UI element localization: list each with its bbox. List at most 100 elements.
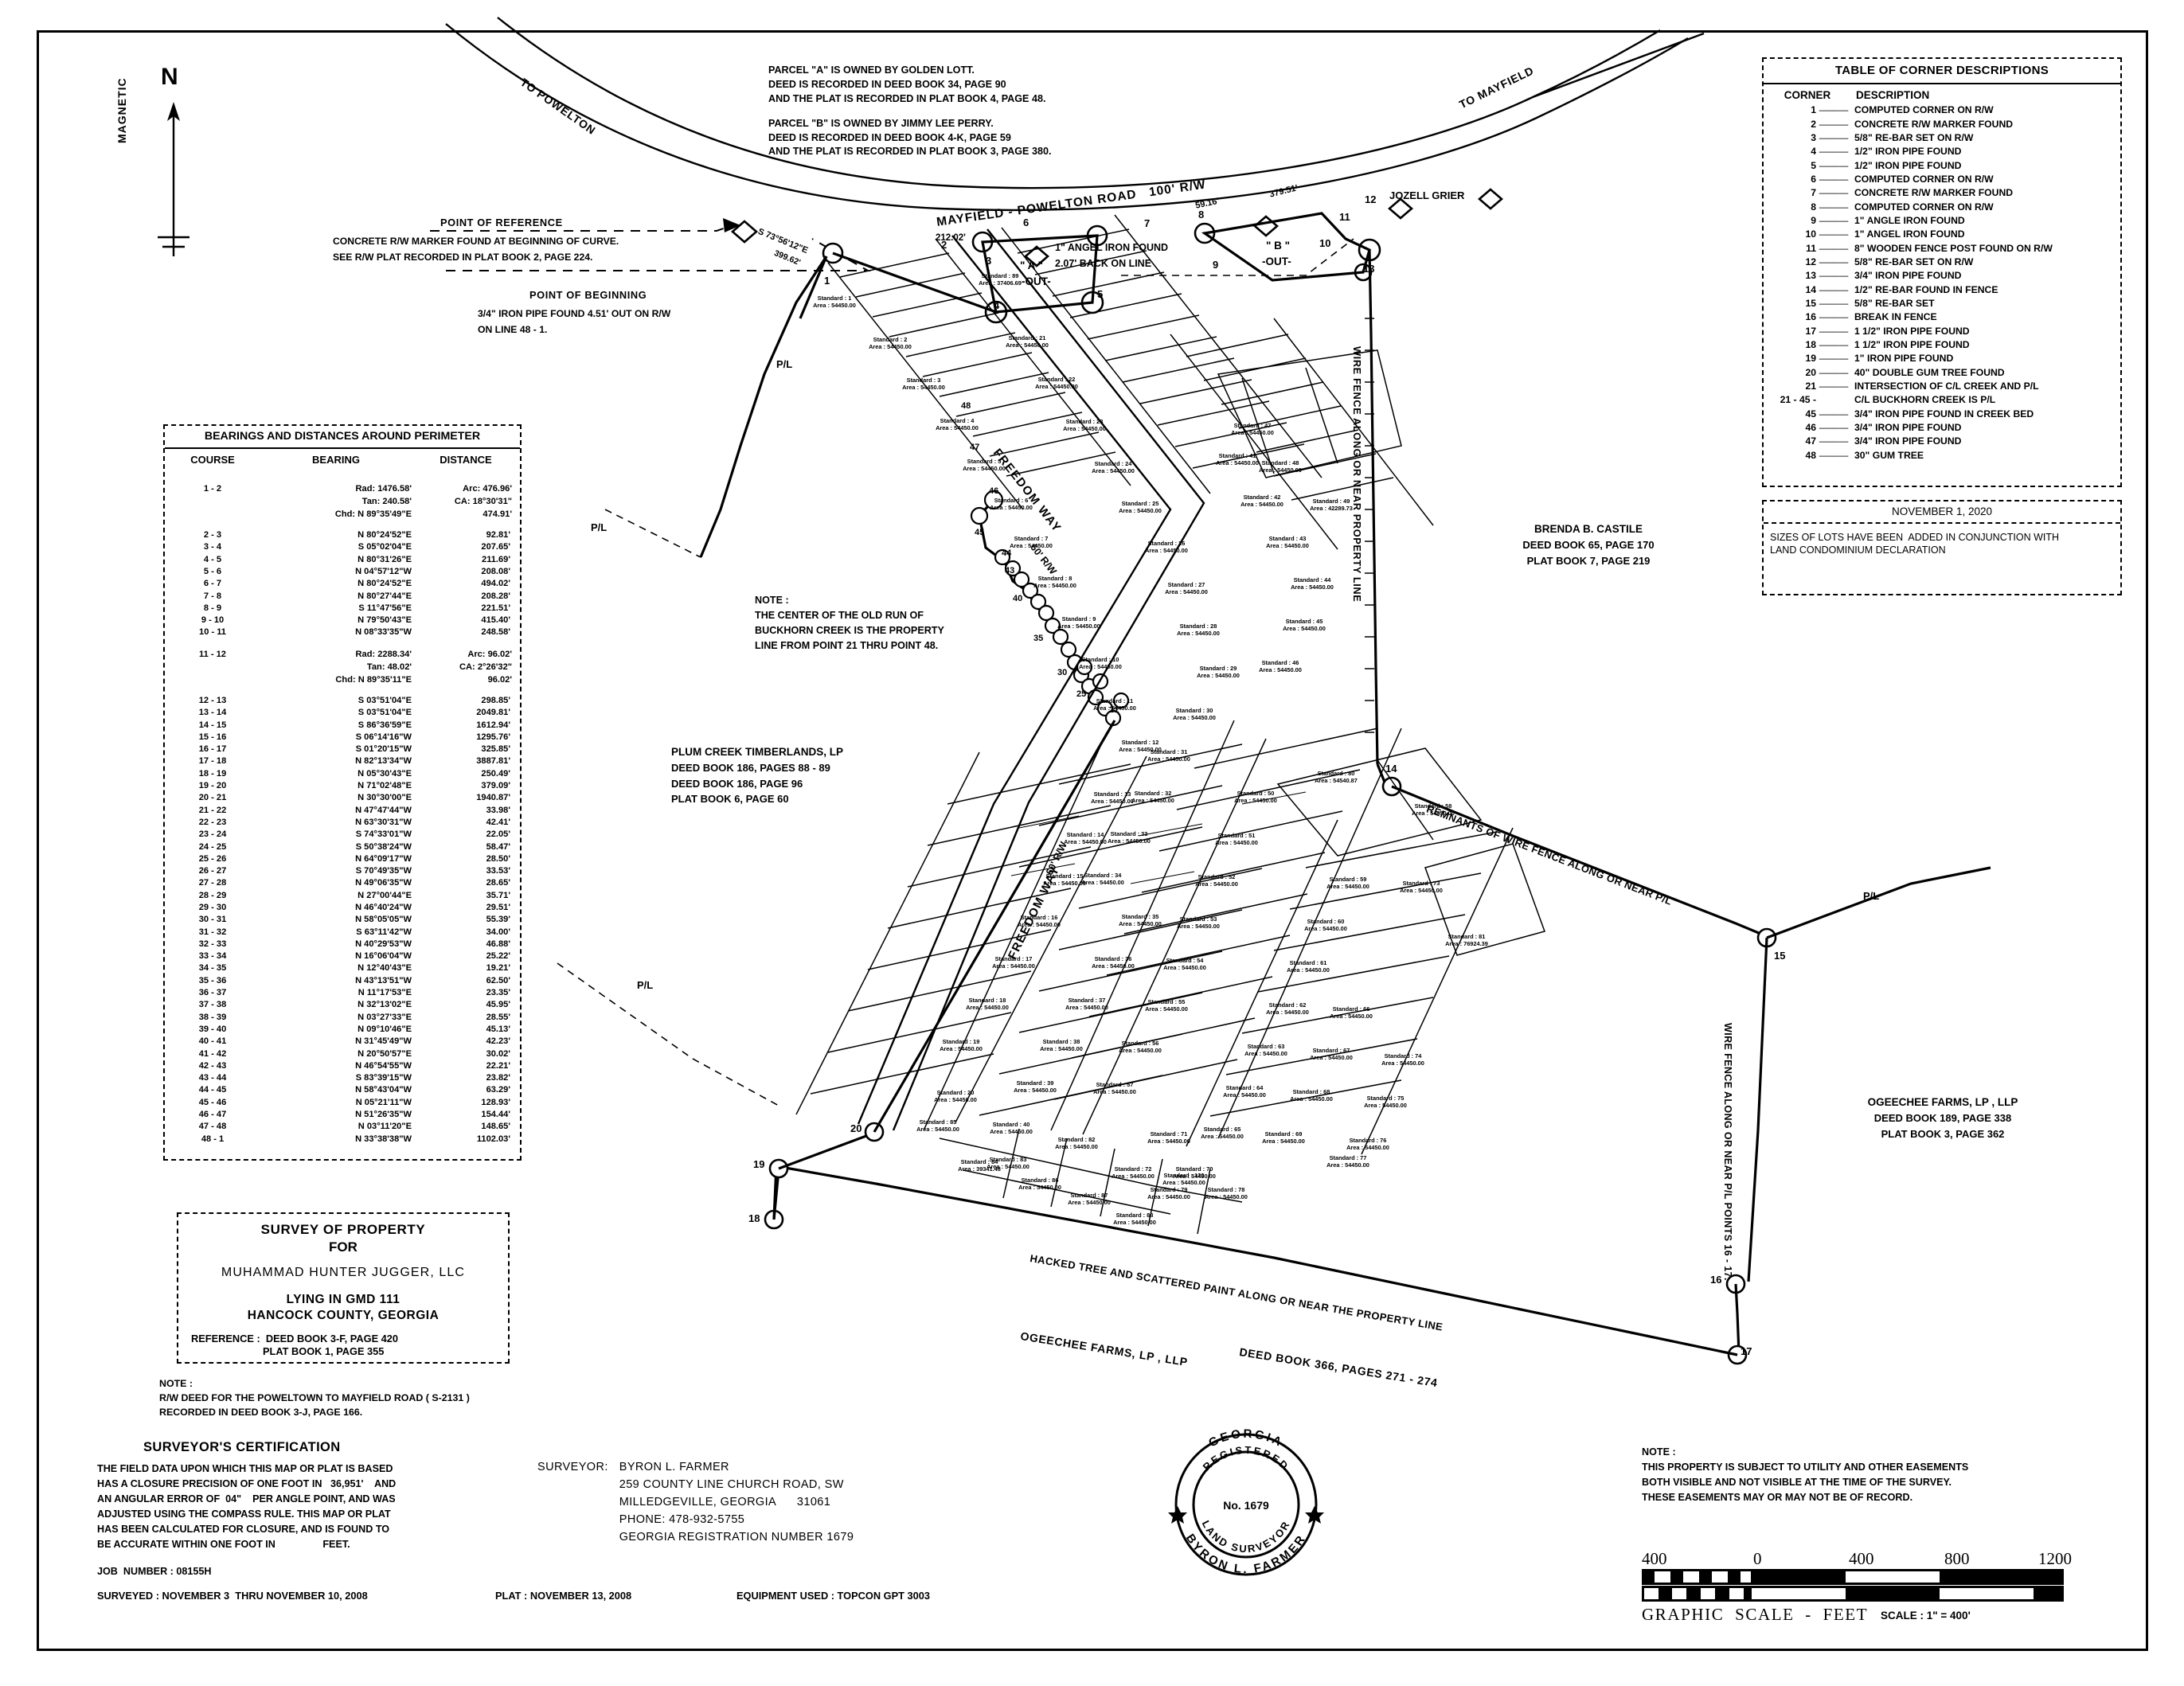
bearing-distance: 1612.94' xyxy=(476,720,510,730)
lot-number-line: Standard : 57 xyxy=(1096,1081,1134,1088)
point-label-44: 44 xyxy=(1002,548,1012,558)
bearing-value: N 46°54'55"W xyxy=(355,1060,412,1071)
surveyor-address-2: MILLEDGEVILLE, GEORGIA 31061 xyxy=(619,1496,831,1509)
bearing-course: 6 - 7 xyxy=(203,579,222,589)
star-icon-right xyxy=(1305,1506,1324,1524)
corner-description: 3/4" IRON PIPE FOUND xyxy=(1854,422,1962,433)
bearing-distance: 208.28' xyxy=(481,591,510,601)
lot-area-line: Area : 54450.00 xyxy=(1064,838,1107,846)
bearing-distance: 63.29' xyxy=(486,1085,510,1095)
point-label-14: 14 xyxy=(1385,763,1397,775)
bearing-course: 40 - 41 xyxy=(198,1036,227,1047)
curve-chord-distance: 96.02' xyxy=(487,674,512,685)
adjoiner-deed-2: PLAT BOOK 7, PAGE 219 xyxy=(1526,554,1651,567)
bearing-distance: 28.65' xyxy=(486,878,510,888)
point-label-45: 45 xyxy=(975,528,985,537)
adjoiner-ogeechee-right: OGEECHEE FARMS, LP , LLP DEED BOOK 189, … xyxy=(1815,1095,2070,1142)
corner-row: 10———1" ANGEL IRON FOUND xyxy=(1764,228,2120,241)
lot-number-line: Standard : 22 xyxy=(1037,376,1076,383)
lot-area-line: Area : 54540.87 xyxy=(1315,777,1358,785)
bearing-value: S 63°11'42"W xyxy=(356,927,412,937)
lot-number-line: Standard : 71 xyxy=(1150,1130,1188,1138)
point-label-16: 16 xyxy=(1710,1274,1722,1286)
point-label-48: 48 xyxy=(961,401,971,411)
corner-dash: ——— xyxy=(1819,146,1849,158)
point-label-25: 25 xyxy=(1076,689,1087,699)
corner-number: 14 xyxy=(1805,283,1816,295)
bearing-value: N 11°17'53"E xyxy=(357,988,412,998)
creek-note-line-2: BUCKHORN CREEK IS THE PROPERTY xyxy=(755,624,944,636)
easement-note-line-1: THIS PROPERTY IS SUBJECT TO UTILITY AND … xyxy=(1642,1461,1969,1473)
lot-number-line: Standard : 43 xyxy=(1268,535,1307,542)
point-label-20: 20 xyxy=(850,1122,862,1134)
point-label-10: 10 xyxy=(1319,237,1331,249)
lot-number-line: Standard : 48 xyxy=(1261,459,1299,466)
lot-number-line: Standard : 10 xyxy=(1081,656,1119,663)
corner-number: 2 xyxy=(1811,118,1816,130)
lot-number-line: Standard : 80 xyxy=(1317,770,1355,777)
bearing-value: N 16°06'04"W xyxy=(355,951,412,962)
corner-number: 6 xyxy=(1811,174,1816,185)
corner-description: 3/4" IRON PIPE FOUND xyxy=(1854,435,1962,447)
lot-number-line: Standard : 58 xyxy=(1414,802,1452,810)
lot-area-line: Area : 54450.00 xyxy=(1162,1179,1205,1187)
graphic-scale: 400 0 400 800 1200 xyxy=(1642,1548,2102,1628)
certification-line-1: THE FIELD DATA UPON WHICH THIS MAP OR PL… xyxy=(97,1463,393,1475)
lot-number-line: Standard : 32 xyxy=(1134,790,1172,797)
lot-area-line: Area : 54450.00 xyxy=(990,504,1033,512)
corner-description: 3/4" IRON PIPE FOUND xyxy=(1854,270,1962,282)
adjoiner-deed-2: DEED BOOK 186, PAGE 96 xyxy=(671,777,803,790)
bearing-course: 10 - 11 xyxy=(199,627,226,638)
lot-number-line: Standard : 56 xyxy=(1121,1040,1159,1047)
lot-area-line: Area : 54450.00 xyxy=(1035,383,1078,391)
lot-area-line: Area : 54450.00 xyxy=(1147,1193,1190,1201)
corner-description: INTERSECTION OF C/L CREEK AND P/L xyxy=(1854,381,2039,392)
lot-number-line: Standard : 39 xyxy=(1016,1079,1054,1087)
corner-row: 21 - 45 -C/L BUCKHORN CREEK IS P/L xyxy=(1764,393,2120,407)
bearing-value: S 05°02'04"E xyxy=(357,542,412,552)
bearing-distance: 58.47' xyxy=(486,841,510,852)
bearing-column-header: BEARING xyxy=(312,454,360,466)
bearing-distance: 23.82' xyxy=(486,1073,510,1083)
bearing-value: N 12°40'43"E xyxy=(357,963,412,974)
lot-number-line: Standard : 120 xyxy=(1163,1172,1205,1179)
seal-number: No. 1679 xyxy=(1223,1499,1269,1512)
corner-number: 4 xyxy=(1811,146,1816,158)
lot-number-line: Standard : 11 xyxy=(1096,697,1134,704)
bearing-value: N 46°40'24"W xyxy=(355,902,412,912)
bearing-course: 21 - 22 xyxy=(198,805,227,815)
lot-area-line: Area : 54450.00 xyxy=(1326,1161,1369,1169)
lot-area-line: Area : 54450.00 xyxy=(1231,429,1274,437)
lot-area-line: Area : 54450.00 xyxy=(916,1126,959,1134)
corner-row: 47———3/4" IRON PIPE FOUND xyxy=(1764,435,2120,448)
lot-number-line: Standard : 82 xyxy=(1057,1136,1096,1143)
surveyed-dates: SURVEYED : NOVEMBER 3 THRU NOVEMBER 10, … xyxy=(97,1590,368,1602)
corner-description: 1" ANGEL IRON FOUND xyxy=(1854,228,1965,240)
lot-area-line: Area : 54450.00 xyxy=(1057,622,1100,630)
lot-area-line: Area : 54450.00 xyxy=(1364,1102,1407,1110)
point-label-15: 15 xyxy=(1774,950,1786,962)
